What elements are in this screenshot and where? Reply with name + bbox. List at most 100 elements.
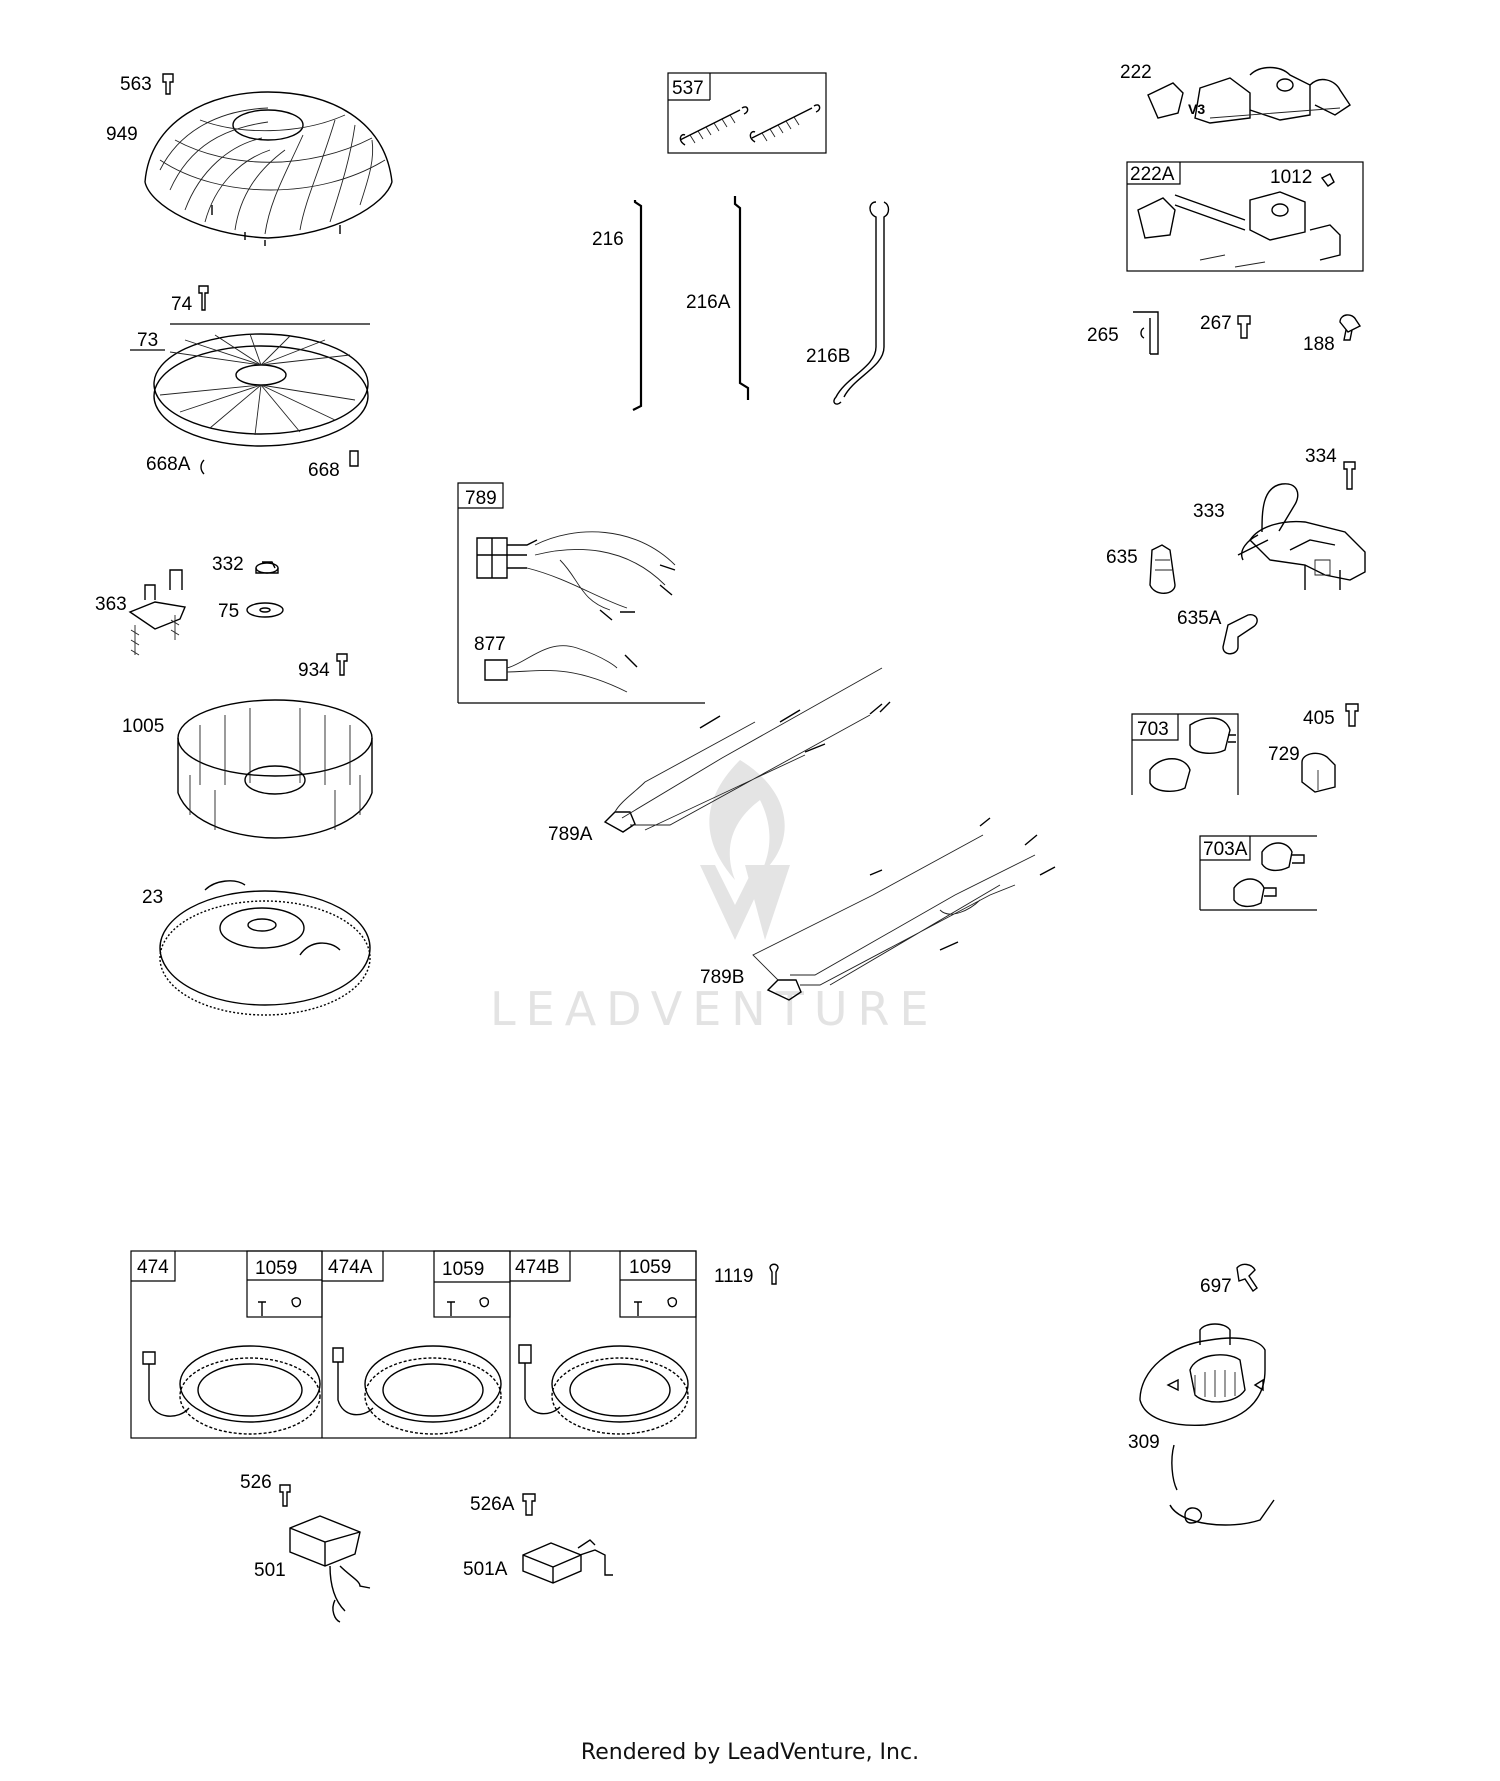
part-363-clutch-assembly: [128, 569, 186, 656]
part-789B-wire-harness: [752, 817, 1056, 1001]
label-474B: 474B: [515, 1257, 559, 1278]
footer-credit: Rendered by LeadVenture, Inc.: [580, 1740, 920, 1765]
label-216A: 216A: [686, 292, 731, 313]
part-789-wire-harness: [476, 531, 676, 621]
label-222A: 222A: [1130, 164, 1175, 185]
label-1005: 1005: [122, 716, 164, 737]
box-222A-header: [1127, 162, 1181, 185]
label-668A: 668A: [146, 454, 191, 475]
label-333: 333: [1193, 501, 1225, 522]
part-501-regulator: [289, 1515, 371, 1623]
label-934: 934: [298, 660, 330, 681]
label-216B: 216B: [806, 346, 850, 367]
label-474A: 474A: [328, 1257, 373, 1278]
part-668A-pin: [200, 459, 205, 475]
label-789A: 789A: [548, 824, 593, 845]
box-474-group: [130, 1250, 697, 1439]
label-501: 501: [254, 1560, 286, 1581]
label-188: 188: [1303, 334, 1335, 355]
part-332-nut: [255, 561, 279, 574]
label-1059-b: 1059: [442, 1259, 484, 1280]
label-216: 216: [592, 229, 624, 250]
box-1059-a: [246, 1250, 323, 1318]
part-789A-wire-harness: [603, 667, 891, 833]
part-537-springs: [679, 104, 821, 146]
box-222A: [1126, 161, 1364, 272]
part-1119-screw: [769, 1263, 779, 1285]
label-563: 563: [120, 74, 152, 95]
label-265: 265: [1087, 325, 1119, 346]
label-1119: 1119: [714, 1266, 753, 1287]
part-474A-stator: [332, 1297, 502, 1435]
box-789: [457, 482, 504, 703]
part-405-screw: [1345, 703, 1359, 727]
box-1059-c: [619, 1250, 697, 1318]
label-526: 526: [240, 1472, 272, 1493]
label-877: 877: [474, 634, 506, 655]
box-474A-header: [322, 1251, 384, 1282]
label-73: 73: [137, 330, 158, 351]
label-1012: 1012: [1270, 167, 1312, 188]
part-75-washer: [246, 602, 284, 618]
label-75: 75: [218, 601, 239, 622]
label-703A: 703A: [1203, 839, 1248, 860]
label-222-mark: V3: [1188, 101, 1205, 117]
label-405: 405: [1303, 708, 1335, 729]
part-267-screw: [1237, 315, 1251, 339]
label-668: 668: [308, 460, 340, 481]
part-635A-spark-plug-boot: [1222, 614, 1258, 655]
label-789B: 789B: [700, 967, 744, 988]
label-537: 537: [672, 78, 704, 99]
label-635A: 635A: [1177, 608, 1222, 629]
part-697-screw: [1236, 1263, 1258, 1293]
watermark-text: LEADVENTURE: [490, 982, 939, 1036]
box-703A: [1199, 835, 1317, 911]
box-474B-header: [510, 1251, 571, 1282]
box-703: [1131, 713, 1239, 795]
label-789: 789: [465, 488, 497, 509]
part-526A-screw: [522, 1493, 536, 1516]
label-1059-a: 1059: [255, 1258, 297, 1279]
label-635: 635: [1106, 547, 1138, 568]
part-703-clamp: [1149, 717, 1236, 792]
part-934-screw: [336, 653, 348, 676]
part-74-screw: [198, 285, 209, 311]
label-309: 309: [1128, 1432, 1160, 1453]
label-729: 729: [1268, 744, 1300, 765]
label-332: 332: [212, 554, 244, 575]
box-1059-b: [433, 1250, 511, 1318]
part-501A-regulator: [522, 1539, 613, 1584]
part-334-screw: [1343, 461, 1356, 490]
label-74: 74: [171, 294, 193, 315]
label-501A: 501A: [463, 1559, 508, 1580]
part-73-fan: [153, 333, 369, 447]
part-668-screw: [349, 450, 359, 467]
part-222-governor-bracket: V3: [1147, 66, 1351, 124]
part-729-connector: [1301, 752, 1336, 793]
label-267: 267: [1200, 313, 1232, 334]
label-949: 949: [106, 124, 138, 145]
label-526A: 526A: [470, 1494, 515, 1515]
part-1005-flywheel: [177, 699, 373, 839]
box-537: [667, 72, 827, 154]
part-216-rod: [632, 200, 643, 411]
part-635-spark-plug-boot: [1149, 544, 1176, 594]
part-188-screw: [1339, 314, 1362, 341]
part-309-starter-motor: [1139, 1323, 1275, 1526]
label-703: 703: [1137, 719, 1169, 740]
part-216B-rod: [833, 201, 890, 405]
part-563-screw: [162, 73, 174, 95]
part-222A-governor-assembly: [1137, 173, 1341, 268]
part-526-screw: [279, 1484, 291, 1507]
label-334: 334: [1305, 446, 1337, 467]
part-23-flywheel-ring-gear: [159, 880, 371, 1016]
label-1059-c: 1059: [629, 1257, 671, 1278]
part-216A-rod: [733, 196, 750, 400]
part-474-stator: [142, 1297, 321, 1435]
label-23: 23: [142, 887, 163, 908]
label-474: 474: [137, 1257, 169, 1278]
label-697: 697: [1200, 1276, 1232, 1297]
label-363: 363: [95, 594, 127, 615]
box-474-header: [131, 1251, 176, 1282]
